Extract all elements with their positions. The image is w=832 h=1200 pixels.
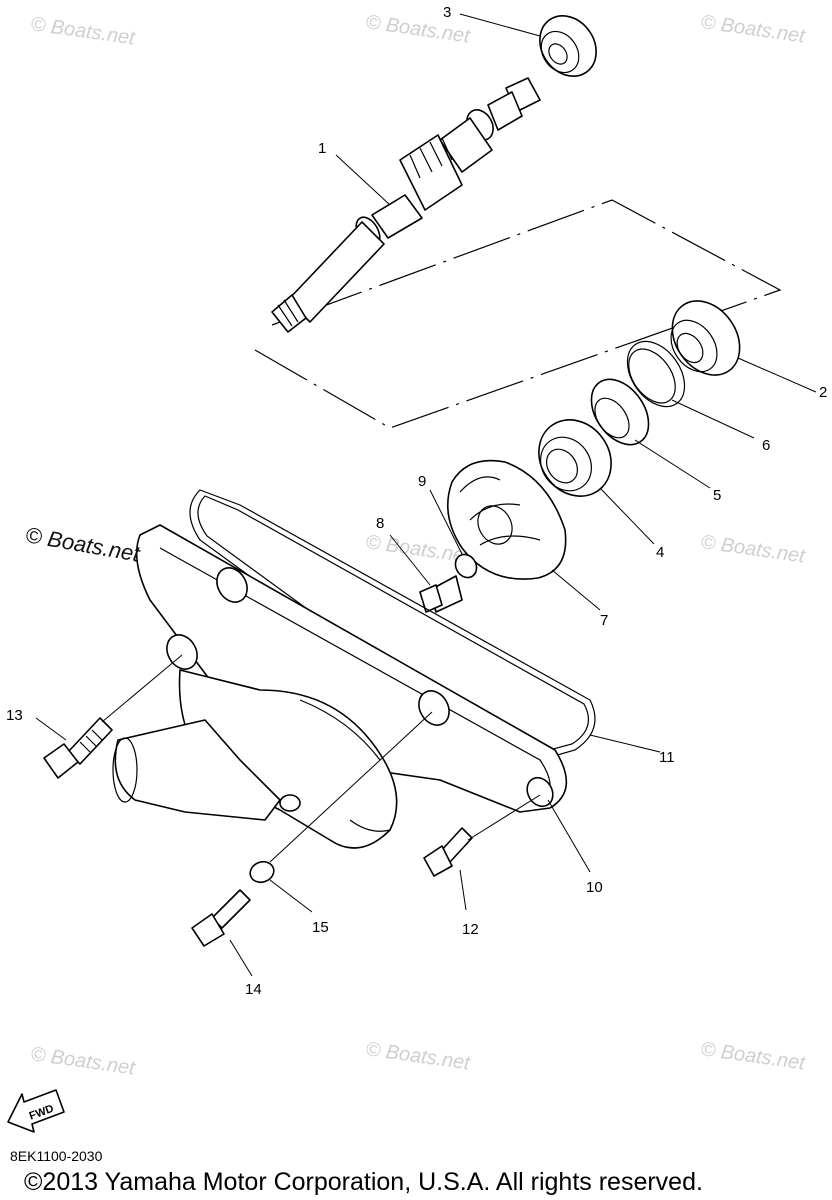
callout-2: 2: [819, 384, 827, 401]
callout-14: 14: [245, 981, 262, 998]
diagram-code: 8EK1100-2030: [10, 1148, 103, 1164]
impeller-7: [446, 459, 567, 580]
oil-seal-5: [590, 378, 650, 446]
bolt-13: [43, 717, 113, 779]
washer-9: [454, 553, 478, 579]
bolt-12: [423, 827, 473, 877]
bearing-3: [539, 15, 597, 77]
forward-arrow-icon: FWD: [7, 1089, 65, 1133]
copyright-notice: ©2013 Yamaha Motor Corporation, U.S.A. A…: [24, 1168, 703, 1196]
watermark-bottom-left: © Boats.net: [29, 1043, 137, 1080]
bearing-2: [670, 300, 741, 376]
callout-3: 3: [443, 4, 451, 21]
watermark-bottom-center: © Boats.net: [364, 1038, 472, 1075]
watermark-mid-right: © Boats.net: [699, 531, 807, 568]
circlip-6: [626, 340, 686, 408]
watermark-top-right: © Boats.net: [699, 11, 807, 48]
mechanical-seal-4: [538, 419, 612, 497]
callout-10: 10: [586, 879, 603, 896]
callout-11: 11: [659, 749, 675, 766]
callout-7: 7: [600, 612, 608, 629]
pump-housing: [112, 669, 398, 849]
washer-15: [249, 860, 275, 884]
callout-15: 15: [312, 919, 329, 936]
callout-1: 1: [318, 140, 326, 157]
callout-4: 4: [656, 544, 664, 561]
callout-9: 9: [418, 473, 426, 490]
shaft-1: [271, 77, 541, 333]
callout-5: 5: [713, 487, 721, 504]
callout-12: 12: [462, 921, 479, 938]
assembly-bracket-line: [254, 199, 782, 429]
callout-8: 8: [376, 515, 384, 532]
gasket-11-inner: [197, 495, 590, 753]
watermark-top-left: © Boats.net: [29, 13, 137, 50]
callout-numbers: 1 2 3 4 5 6 7 8 9 10 11 12 13 14 15: [6, 4, 827, 998]
callout-13: 13: [6, 707, 23, 724]
bolt-8: [419, 575, 463, 613]
leader-lines: [35, 13, 817, 977]
watermark-top-center: © Boats.net: [364, 11, 472, 48]
bolt-14: [191, 889, 251, 947]
watermark-bottom-right: © Boats.net: [699, 1038, 807, 1075]
callout-6: 6: [762, 437, 770, 454]
